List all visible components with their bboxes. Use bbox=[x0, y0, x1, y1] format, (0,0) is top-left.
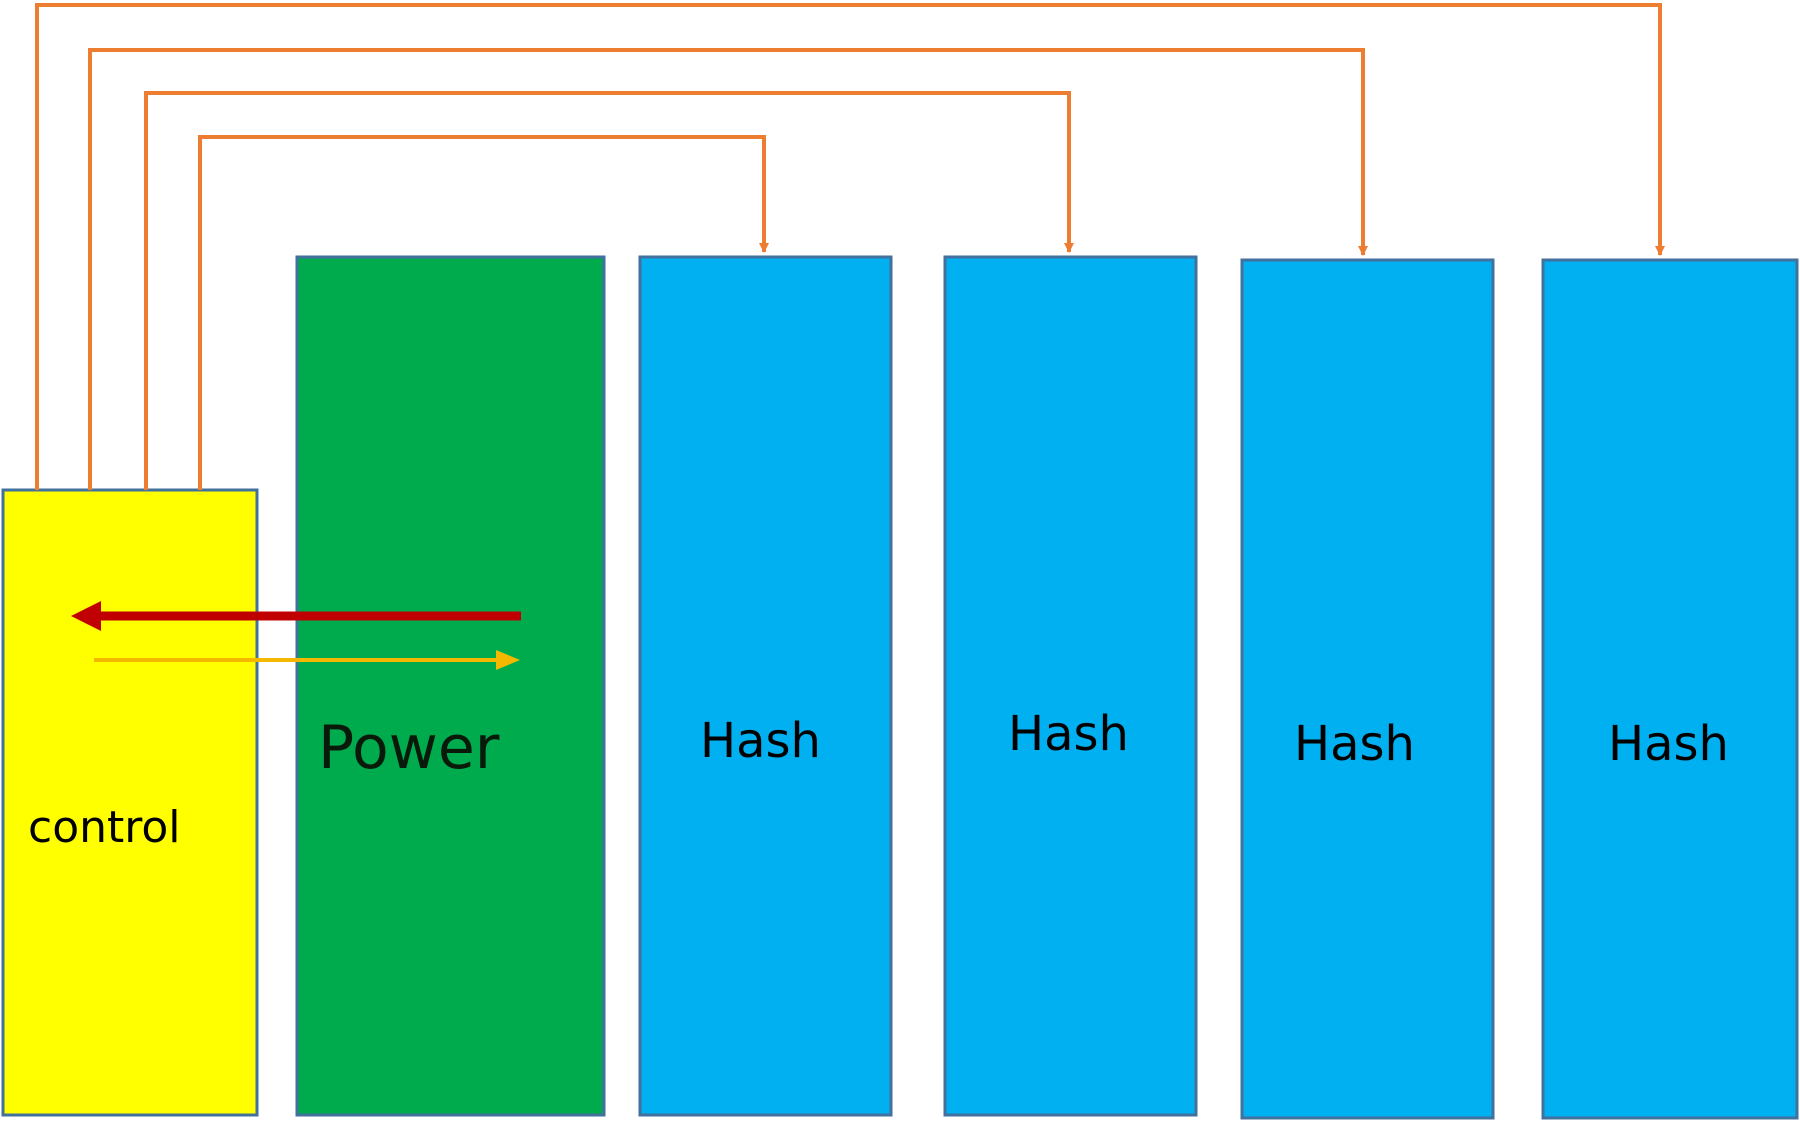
signal-wire-4 bbox=[35, 3, 1665, 490]
control-feed-arrow bbox=[94, 650, 520, 670]
power-feed-arrow bbox=[71, 601, 521, 631]
hash-label-3: Hash bbox=[1294, 716, 1415, 772]
signal-wires bbox=[35, 3, 1665, 490]
power-label: Power bbox=[318, 713, 500, 783]
hash-block-1 bbox=[638, 255, 893, 1117]
hash-block-3 bbox=[1240, 258, 1495, 1120]
hash-label-1: Hash bbox=[700, 713, 821, 769]
control-label: control bbox=[28, 802, 181, 853]
signal-wire-3 bbox=[88, 48, 1368, 490]
signal-wire-2 bbox=[144, 91, 1074, 490]
hash-block-2 bbox=[943, 255, 1198, 1117]
power-block bbox=[295, 255, 606, 1117]
hash-label-4: Hash bbox=[1608, 716, 1729, 772]
hash-block-4 bbox=[1541, 258, 1799, 1120]
signal-wire-1 bbox=[198, 135, 769, 490]
control-block bbox=[1, 488, 259, 1117]
hash-label-2: Hash bbox=[1008, 706, 1129, 762]
